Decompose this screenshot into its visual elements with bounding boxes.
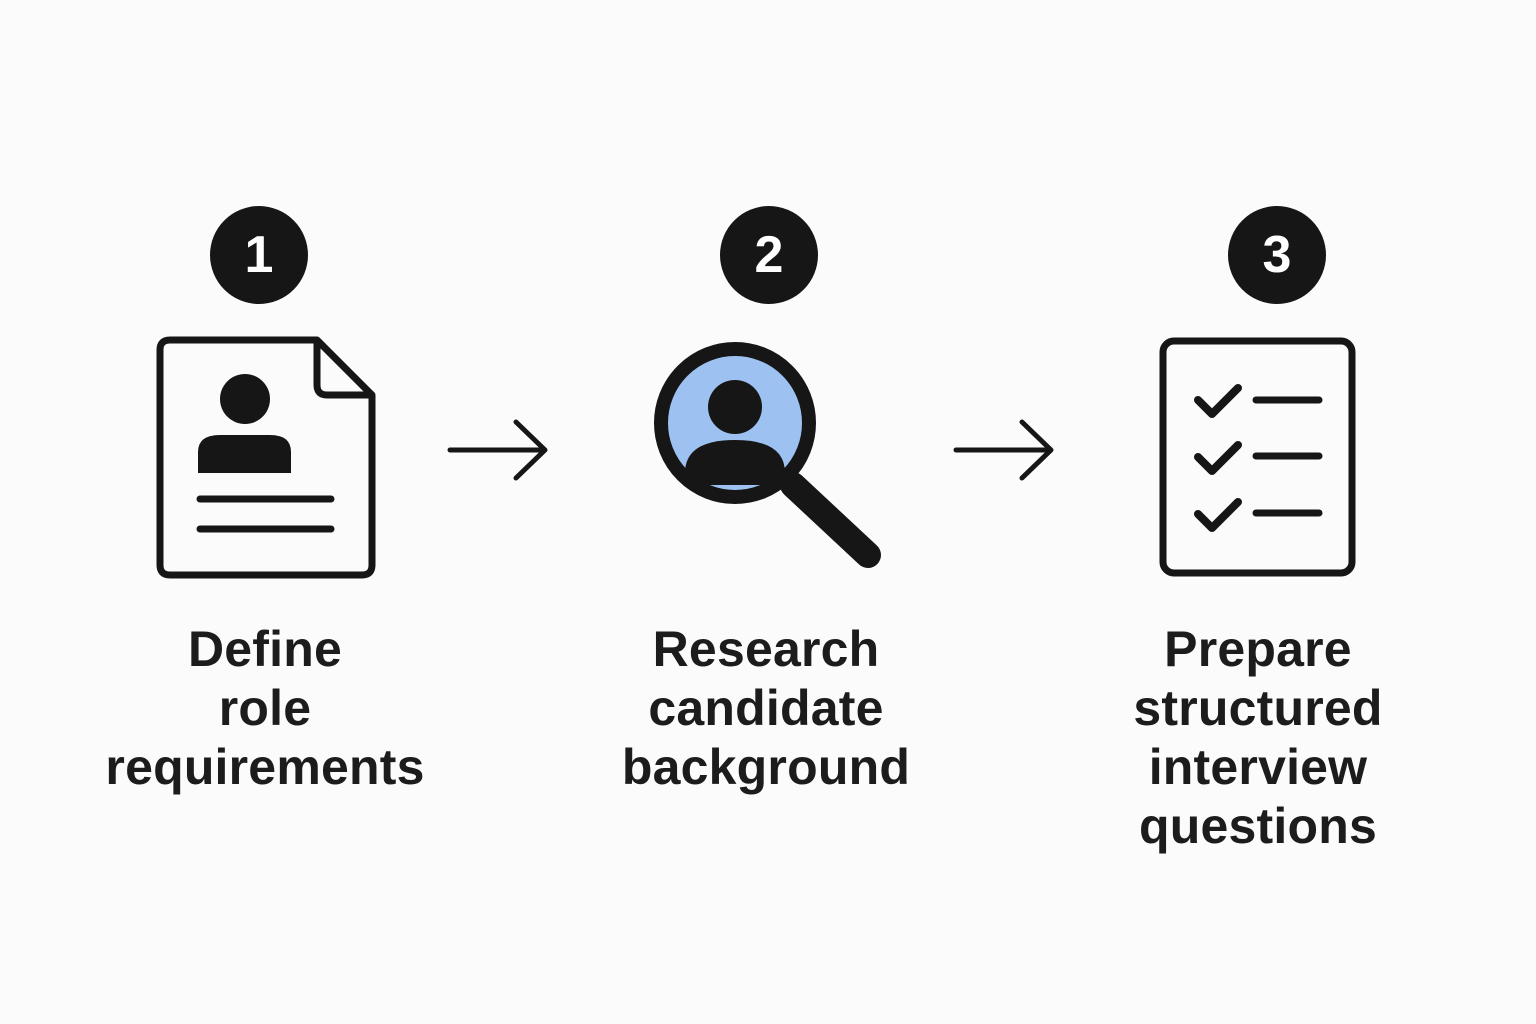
step-2-label: Research candidate background [586, 620, 946, 797]
step-2-label-line-3: background [621, 739, 911, 795]
step-1-label-line-1: Define [187, 621, 342, 677]
step-3-label-line-1: Prepare [1164, 621, 1352, 677]
arrow-right-icon [447, 419, 548, 481]
step-3-number-badge: 3 [1228, 206, 1326, 304]
search-person-icon [654, 342, 881, 568]
arrow-right-icon [953, 419, 1054, 481]
step-1-label-line-3: requirements [105, 739, 425, 795]
step-1-label: Define role requirements [85, 620, 445, 797]
step-2-label-line-2: candidate [648, 680, 884, 736]
step-3-label-line-4: questions [1139, 798, 1377, 854]
step-2-number-badge: 2 [720, 206, 818, 304]
checklist-icon [1159, 337, 1356, 577]
step-3-label-line-2: structured [1133, 680, 1383, 736]
step-3-label: Prepare structured interview questions [1078, 620, 1438, 856]
step-3-label-line-3: interview [1148, 739, 1368, 795]
step-1-number-badge: 1 [210, 206, 308, 304]
resume-document-icon [156, 336, 376, 579]
step-2-label-line-1: Research [652, 621, 880, 677]
step-1-label-line-2: role [218, 680, 312, 736]
